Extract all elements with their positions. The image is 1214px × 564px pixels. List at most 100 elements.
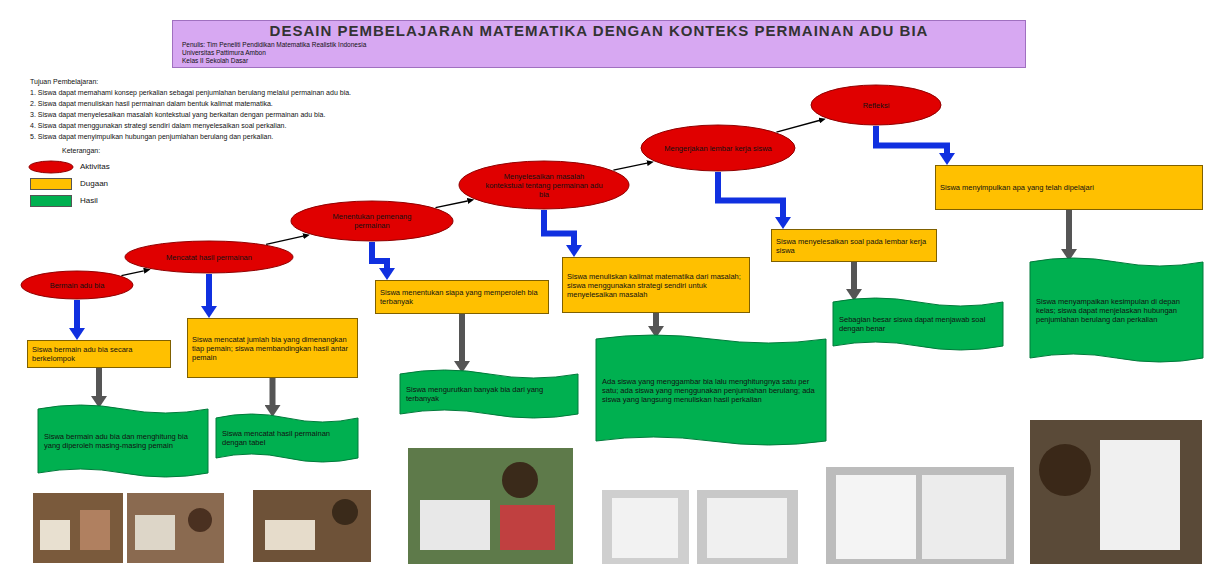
node-content: Mengerjakan lembar kerja siswa bbox=[664, 144, 773, 153]
node-text: Siswa menuliskan kalimat matematika dari… bbox=[567, 272, 745, 299]
wave-shape bbox=[216, 414, 358, 462]
conjecture-box: Siswa menuliskan kalimat matematika dari… bbox=[562, 257, 750, 313]
result-arrow bbox=[459, 314, 465, 361]
activity-ellipse: Menentukan pemenang permainan bbox=[290, 200, 454, 242]
conjecture-box: Siswa menyelesaikan soal pada lembar ker… bbox=[771, 229, 937, 262]
wave-shape bbox=[596, 335, 826, 445]
node-content: Menyelesaikan masalah kontekstual tentan… bbox=[484, 172, 604, 199]
result-arrow bbox=[851, 262, 857, 289]
wave-shape bbox=[833, 298, 1003, 350]
node-text: Menyelesaikan masalah kontekstual tentan… bbox=[484, 172, 604, 199]
node-content: Siswa menentukan siapa yang memperoleh b… bbox=[380, 288, 544, 306]
note-text: Tujuan Pembelajaran: bbox=[30, 78, 98, 85]
node-text: Siswa mencatat jumlah bia yang dimenangk… bbox=[192, 335, 353, 362]
node-content: Siswa mengurutkan banyak bia dari yang t… bbox=[406, 385, 572, 403]
conjecture-arrow bbox=[74, 300, 80, 328]
legend-swatch bbox=[28, 160, 74, 174]
legend-swatch bbox=[30, 195, 72, 207]
legend-swatch bbox=[30, 178, 72, 190]
title-text: DESAIN PEMBELAJARAN MATEMATIKA DENGAN KO… bbox=[172, 22, 1026, 39]
conjecture-arrow bbox=[876, 126, 947, 153]
wave-shape bbox=[38, 405, 208, 477]
node-content: Siswa bermain adu bia secara berkelompok bbox=[32, 345, 166, 363]
node-content: Refleksi bbox=[830, 101, 922, 110]
step-connector bbox=[266, 236, 303, 244]
ellipse-shape bbox=[459, 161, 629, 209]
wave-shape bbox=[400, 370, 578, 418]
conjecture-box: Siswa bermain adu bia secara berkelompok bbox=[27, 340, 171, 368]
wave-shape bbox=[1030, 258, 1203, 362]
photo bbox=[697, 490, 798, 564]
legend-text: Dugaan bbox=[80, 179, 108, 188]
activity-ellipse: Mengerjakan lembar kerja siswa bbox=[640, 124, 796, 172]
activity-ellipse: Bermain adu bia bbox=[20, 270, 134, 300]
node-content: Siswa mencatat jumlah bia yang dimenangk… bbox=[192, 335, 353, 362]
ellipse-shape bbox=[641, 125, 795, 171]
step-connector bbox=[436, 201, 468, 208]
node-content: Siswa mencatat hasil permainan dengan ta… bbox=[222, 429, 352, 447]
node-text: Siswa bermain adu bia secara berkelompok bbox=[32, 345, 166, 363]
node-text: Mencatat hasil permainan bbox=[150, 253, 268, 262]
photo bbox=[408, 448, 573, 564]
conjecture-box: Siswa mencatat jumlah bia yang dimenangk… bbox=[187, 318, 358, 378]
step-connector bbox=[776, 121, 819, 133]
result-banner: Siswa bermain adu bia dan menghitung bia… bbox=[38, 405, 208, 477]
result-banner: Ada siswa yang menggambar bia lalu mengh… bbox=[596, 335, 826, 445]
activity-ellipse: Mencatat hasil permainan bbox=[124, 240, 294, 274]
photo bbox=[253, 490, 371, 562]
activity-ellipse: Refleksi bbox=[810, 84, 942, 126]
legend-text: Hasil bbox=[80, 196, 98, 205]
ellipse-shape bbox=[21, 271, 133, 299]
node-text: Siswa menyimpulkan apa yang telah dipela… bbox=[940, 183, 1198, 192]
node-text: Siswa bermain adu bia dan menghitung bia… bbox=[44, 432, 202, 450]
node-content: Siswa menuliskan kalimat matematika dari… bbox=[567, 272, 745, 299]
node-text: Siswa menentukan siapa yang memperoleh b… bbox=[380, 288, 544, 306]
conjecture-arrow bbox=[206, 274, 212, 306]
subtitle-text: Universitas Pattimura Ambon bbox=[182, 49, 266, 56]
legend-heading: Keterangan: bbox=[62, 147, 100, 154]
node-text: Bermain adu bia bbox=[38, 281, 117, 290]
node-text: Mengerjakan lembar kerja siswa bbox=[664, 144, 773, 153]
result-arrow bbox=[96, 368, 102, 396]
node-text: Siswa menyampaikan kesimpulan di depan k… bbox=[1036, 297, 1197, 324]
node-content: Siswa menyampaikan kesimpulan di depan k… bbox=[1036, 297, 1197, 324]
node-content: Siswa bermain adu bia dan menghitung bia… bbox=[44, 432, 202, 450]
result-banner: Siswa menyampaikan kesimpulan di depan k… bbox=[1030, 258, 1203, 362]
ellipse-shape bbox=[811, 85, 941, 125]
node-content: Ada siswa yang menggambar bia lalu mengh… bbox=[602, 377, 820, 404]
step-connector bbox=[121, 271, 143, 276]
note-text: 5. Siswa dapat menyimpulkan hubungan pen… bbox=[30, 133, 273, 140]
note-text: 2. Siswa dapat menuliskan hasil permaina… bbox=[30, 100, 273, 107]
node-content: Sebagian besar siswa dapat menjawab soal… bbox=[839, 315, 997, 333]
result-arrow bbox=[653, 313, 659, 326]
ellipse-shape bbox=[291, 201, 453, 241]
node-content: Siswa menyelesaikan soal pada lembar ker… bbox=[776, 237, 932, 255]
ellipse-shape bbox=[125, 241, 293, 273]
result-banner: Siswa mengurutkan banyak bia dari yang t… bbox=[400, 370, 578, 418]
node-text: Refleksi bbox=[830, 101, 922, 110]
node-content: Siswa menyimpulkan apa yang telah dipela… bbox=[940, 183, 1198, 192]
note-text: 1. Siswa dapat memahami konsep perkalian… bbox=[30, 89, 351, 96]
node-text: Siswa menyelesaikan soal pada lembar ker… bbox=[776, 237, 932, 255]
note-text: 3. Siswa dapat menyelesaikan masalah kon… bbox=[30, 111, 325, 118]
node-content: Bermain adu bia bbox=[38, 281, 117, 290]
node-text: Siswa mengurutkan banyak bia dari yang t… bbox=[406, 385, 572, 403]
photo bbox=[602, 490, 689, 564]
note-text: 4. Siswa dapat menggunakan strategi send… bbox=[30, 122, 286, 129]
conjecture-box: Siswa menyimpulkan apa yang telah dipela… bbox=[935, 165, 1203, 210]
result-arrow bbox=[270, 378, 276, 405]
photo bbox=[33, 493, 123, 563]
conjecture-arrow bbox=[372, 242, 387, 268]
node-text: Menentukan pemenang permainan bbox=[315, 212, 429, 230]
result-arrow bbox=[1066, 210, 1072, 249]
photo bbox=[127, 493, 224, 563]
node-text: Sebagian besar siswa dapat menjawab soal… bbox=[839, 315, 997, 333]
conjecture-arrow bbox=[544, 210, 574, 245]
node-content: Menentukan pemenang permainan bbox=[315, 212, 429, 230]
subtitle-text: Penulis: Tim Peneliti Pendidikan Matemat… bbox=[182, 41, 366, 48]
photo bbox=[1030, 420, 1202, 564]
step-connector bbox=[613, 163, 647, 170]
node-text: Ada siswa yang menggambar bia lalu mengh… bbox=[602, 377, 820, 404]
photo bbox=[826, 467, 1014, 564]
activity-ellipse: Menyelesaikan masalah kontekstual tentan… bbox=[458, 160, 630, 210]
